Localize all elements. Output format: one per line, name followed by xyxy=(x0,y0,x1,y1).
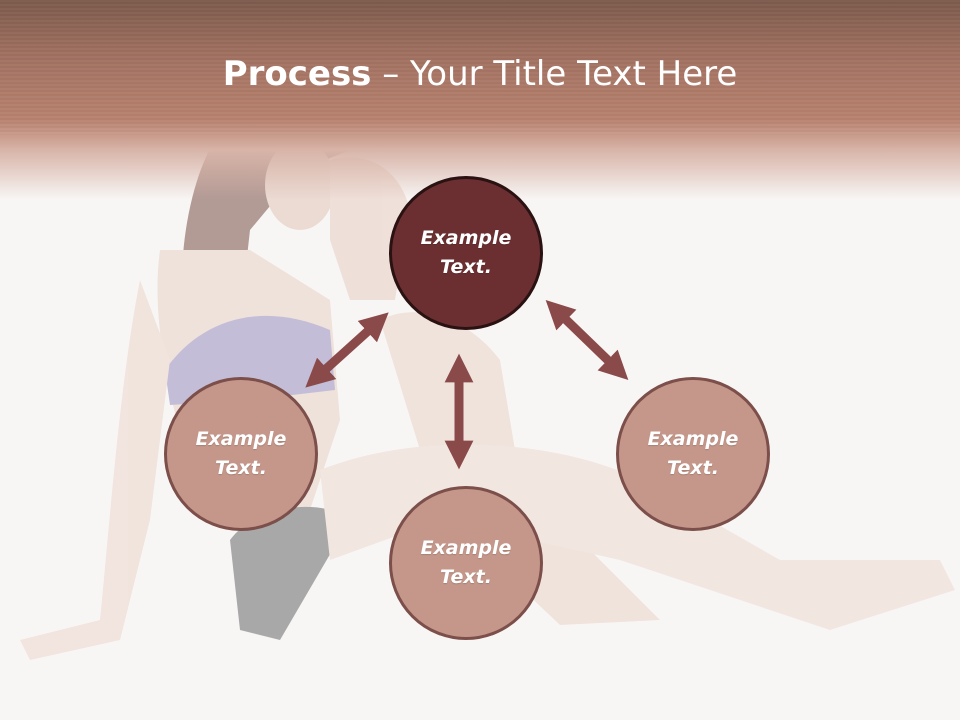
node-bottom: Example Text. xyxy=(389,486,543,640)
title-bold-part: Process xyxy=(222,54,372,94)
node-top-line1: Example xyxy=(420,227,512,249)
node-left-line1: Example xyxy=(195,428,287,450)
node-bottom-line1: Example xyxy=(420,537,512,559)
arrow-top-left xyxy=(305,312,389,388)
node-top: Example Text. xyxy=(389,176,543,330)
node-top-line2: Text. xyxy=(440,256,492,278)
slide-title: Process – Your Title Text Here xyxy=(0,54,960,94)
arrow-top-right xyxy=(545,299,629,381)
node-bottom-line2: Text. xyxy=(440,566,492,588)
node-right: Example Text. xyxy=(616,377,770,531)
node-left-line2: Text. xyxy=(215,457,267,479)
node-left: Example Text. xyxy=(164,377,318,531)
title-rest-part: – Your Title Text Here xyxy=(371,54,738,94)
node-right-line1: Example xyxy=(647,428,739,450)
node-right-line2: Text. xyxy=(667,457,719,479)
header-band xyxy=(0,0,960,200)
